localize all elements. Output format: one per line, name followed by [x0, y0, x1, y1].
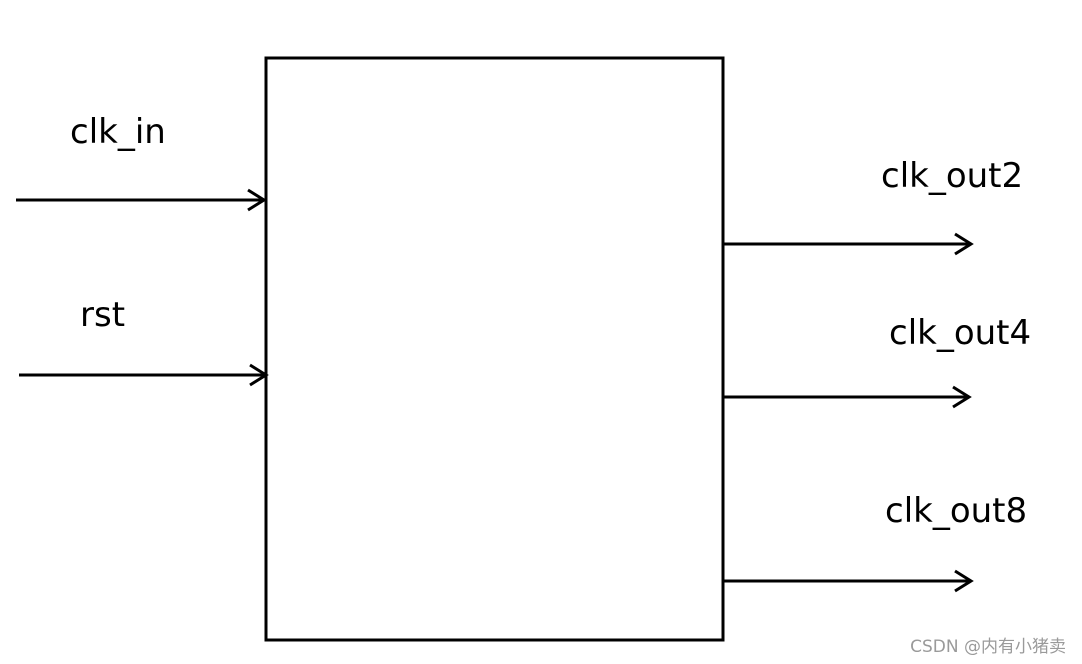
output-clk-out4: clk_out4	[723, 313, 1031, 409]
output-clk-out8: clk_out8	[723, 491, 1027, 593]
output-label-clk-out2: clk_out2	[881, 156, 1023, 196]
output-arrow-clk-out4-head	[952, 385, 972, 409]
output-label-clk-out8: clk_out8	[885, 491, 1027, 531]
module-block	[264, 56, 725, 642]
output-arrow-clk-out2-head	[954, 232, 974, 256]
watermark: CSDN @内有小猪卖	[910, 637, 1066, 657]
input-label-clk-in: clk_in	[70, 112, 166, 152]
input-arrow-clk-in-head	[247, 188, 267, 212]
input-rst: rst	[19, 295, 269, 387]
input-arrow-rst-head	[249, 363, 269, 387]
output-arrow-clk-out8-head	[954, 569, 974, 593]
input-label-rst: rst	[80, 295, 125, 335]
output-label-clk-out4: clk_out4	[889, 313, 1031, 353]
input-clk-in: clk_in	[16, 112, 267, 212]
output-clk-out2: clk_out2	[723, 156, 1023, 256]
